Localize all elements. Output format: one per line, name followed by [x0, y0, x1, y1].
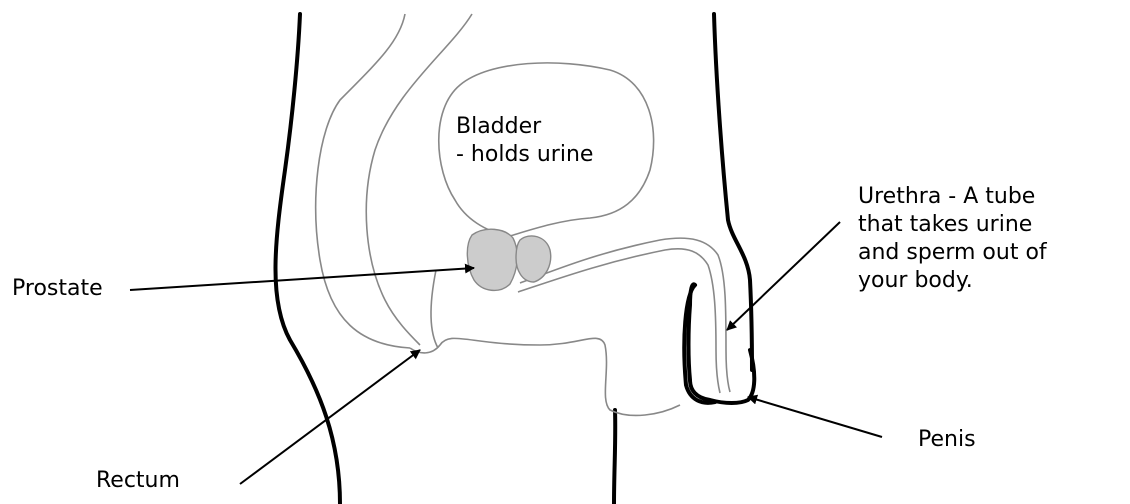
- penis-label: Penis: [918, 426, 976, 454]
- urethra-pointer-line: [727, 222, 840, 330]
- urethra-tube-outer: [520, 238, 730, 392]
- rectum-outline: [410, 338, 680, 415]
- urethra-label-line-2: that takes urine: [858, 211, 1047, 239]
- prostate-pointer-line: [130, 268, 474, 290]
- sacrum-curve: [316, 14, 410, 348]
- urethra-label-line-1: Urethra - A tube: [858, 183, 1047, 211]
- bladder-label-desc: - holds urine: [456, 141, 593, 169]
- prostate-left-lobe: [467, 229, 517, 290]
- front-body-outline: [714, 14, 752, 370]
- rectum-curve: [366, 14, 472, 345]
- bladder-label-title: Bladder: [456, 113, 593, 141]
- penis-outline: [689, 284, 755, 403]
- rectum-label: Rectum: [96, 467, 180, 495]
- urethra-label: Urethra - A tube that takes urine and sp…: [858, 183, 1047, 295]
- rectum-pointer-line: [240, 350, 420, 484]
- urethra-label-line-3: and sperm out of: [858, 239, 1047, 267]
- back-body-outline: [275, 14, 340, 504]
- leg-outline: [614, 410, 615, 504]
- bladder-label: Bladder - holds urine: [456, 113, 593, 169]
- prostate-label: Prostate: [12, 275, 103, 303]
- prostate-right-lobe: [516, 236, 551, 282]
- urethra-label-line-4: your body.: [858, 267, 1047, 295]
- penis-pointer-line: [748, 397, 882, 437]
- rectum-lower-curve: [431, 270, 438, 348]
